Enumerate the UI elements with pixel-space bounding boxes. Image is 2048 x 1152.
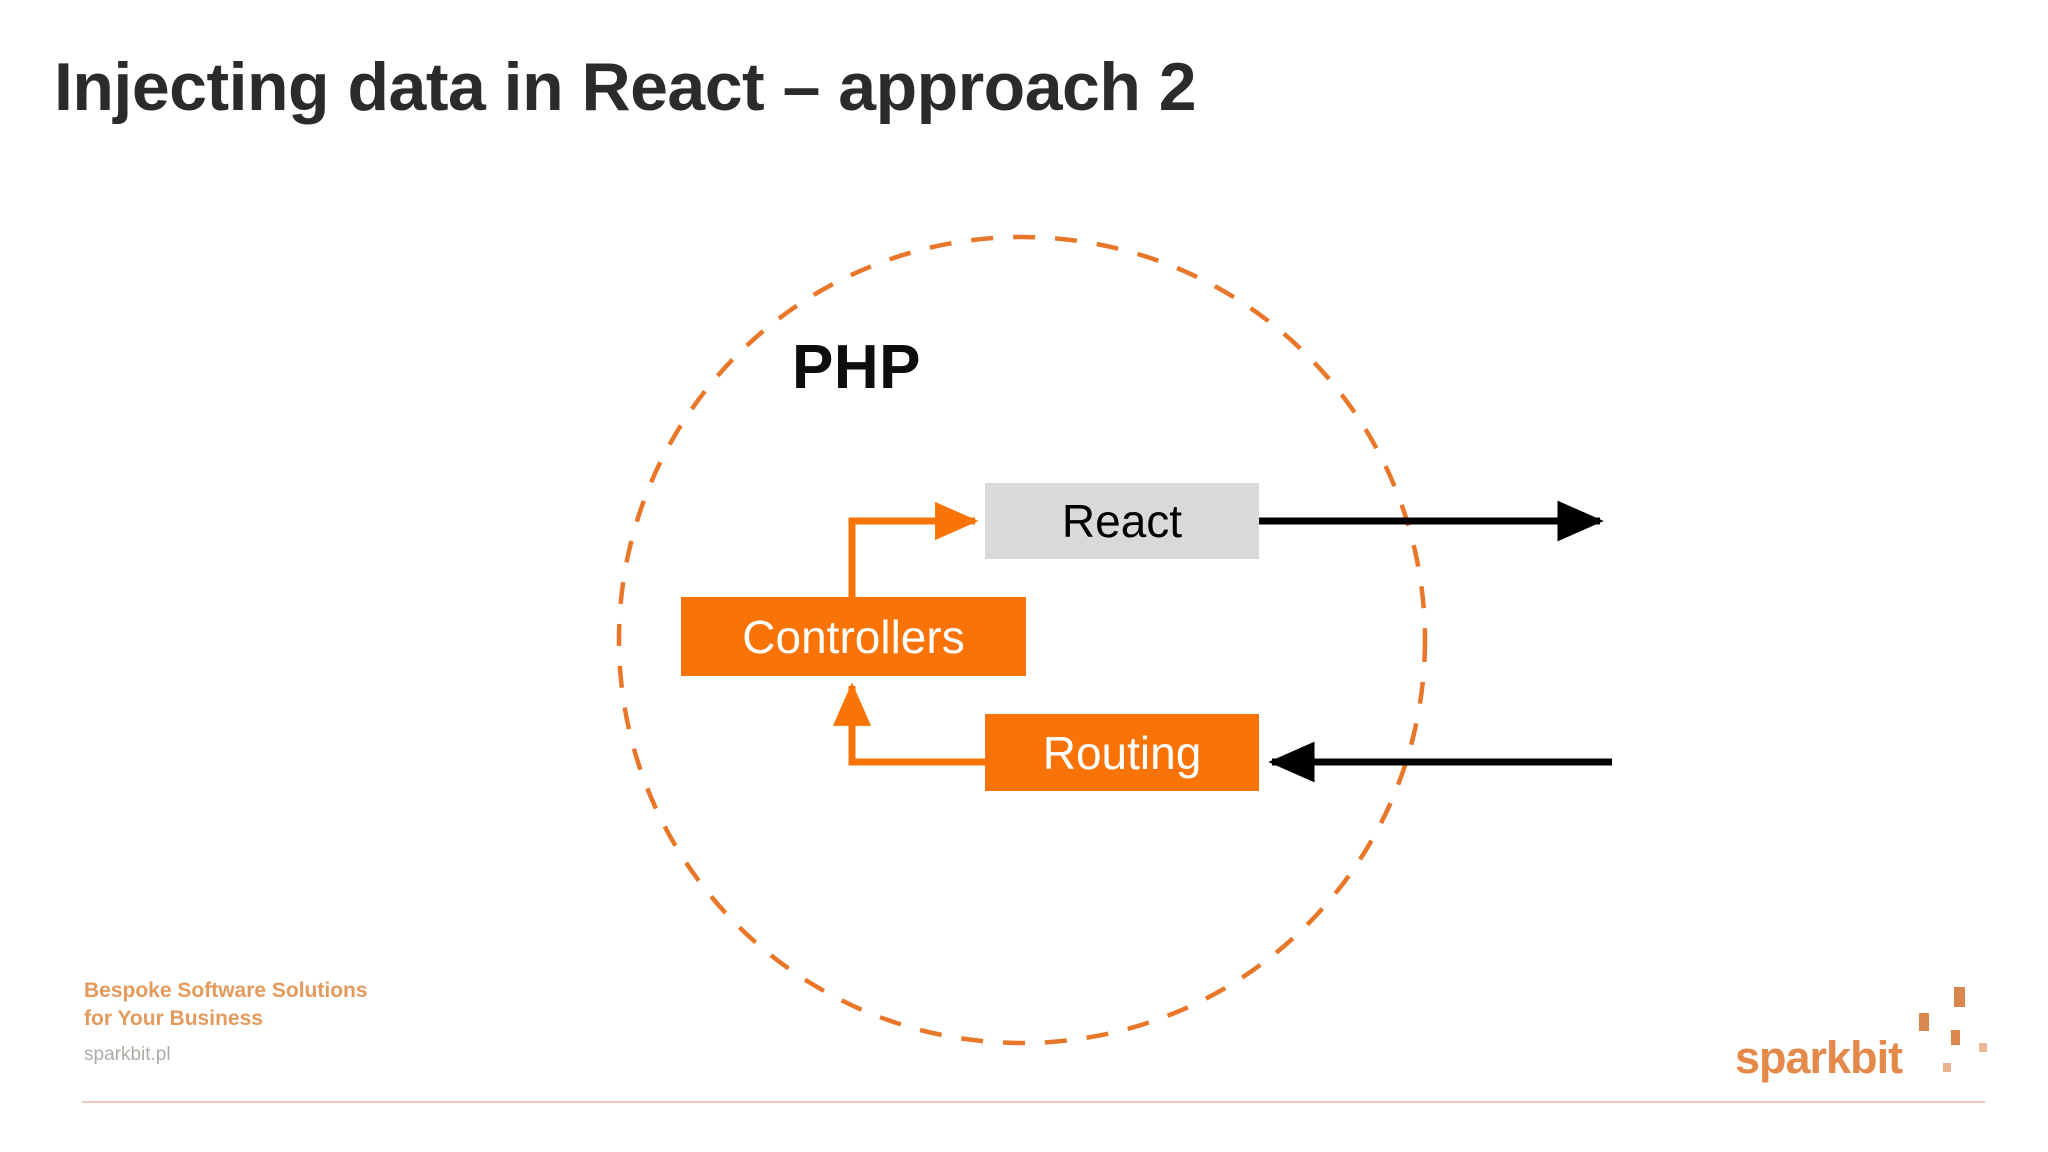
edge-routing-to-controllers [832, 682, 985, 766]
spark-dot-icon [1979, 1043, 1987, 1052]
spark-dot-icon [1919, 1013, 1929, 1031]
node-routing-label: Routing [1042, 726, 1202, 779]
spark-dot-icon [1951, 1030, 1960, 1045]
php-boundary-label: PHP [792, 333, 921, 402]
footer-tagline-line-2: for Your Business [84, 1006, 263, 1030]
page-title: Injecting data in React – approach 2 [54, 49, 1197, 125]
footer-website-url[interactable]: sparkbit.pl [84, 1044, 171, 1065]
node-controllers-label: Controllers [742, 610, 965, 663]
sparkbit-logo: sparkbit [1735, 985, 2025, 1090]
node-controllers[interactable]: Controllers [681, 597, 1026, 676]
php-boundary-circle [616, 234, 1428, 1046]
footer-tagline-line-1: Bespoke Software Solutions [84, 979, 368, 1002]
sparkbit-wordmark: sparkbit [1735, 1032, 1903, 1083]
node-react[interactable]: React [985, 483, 1259, 559]
spark-dot-icon [1954, 987, 1965, 1007]
node-react-label: React [1061, 495, 1183, 547]
footer-tagline: Bespoke Software Solutions for Your Busi… [84, 977, 504, 1032]
footer-divider [82, 1101, 1985, 1103]
node-routing[interactable]: Routing [985, 714, 1259, 791]
spark-dot-icon [1943, 1063, 1951, 1072]
edge-controllers-to-react [848, 501, 979, 597]
